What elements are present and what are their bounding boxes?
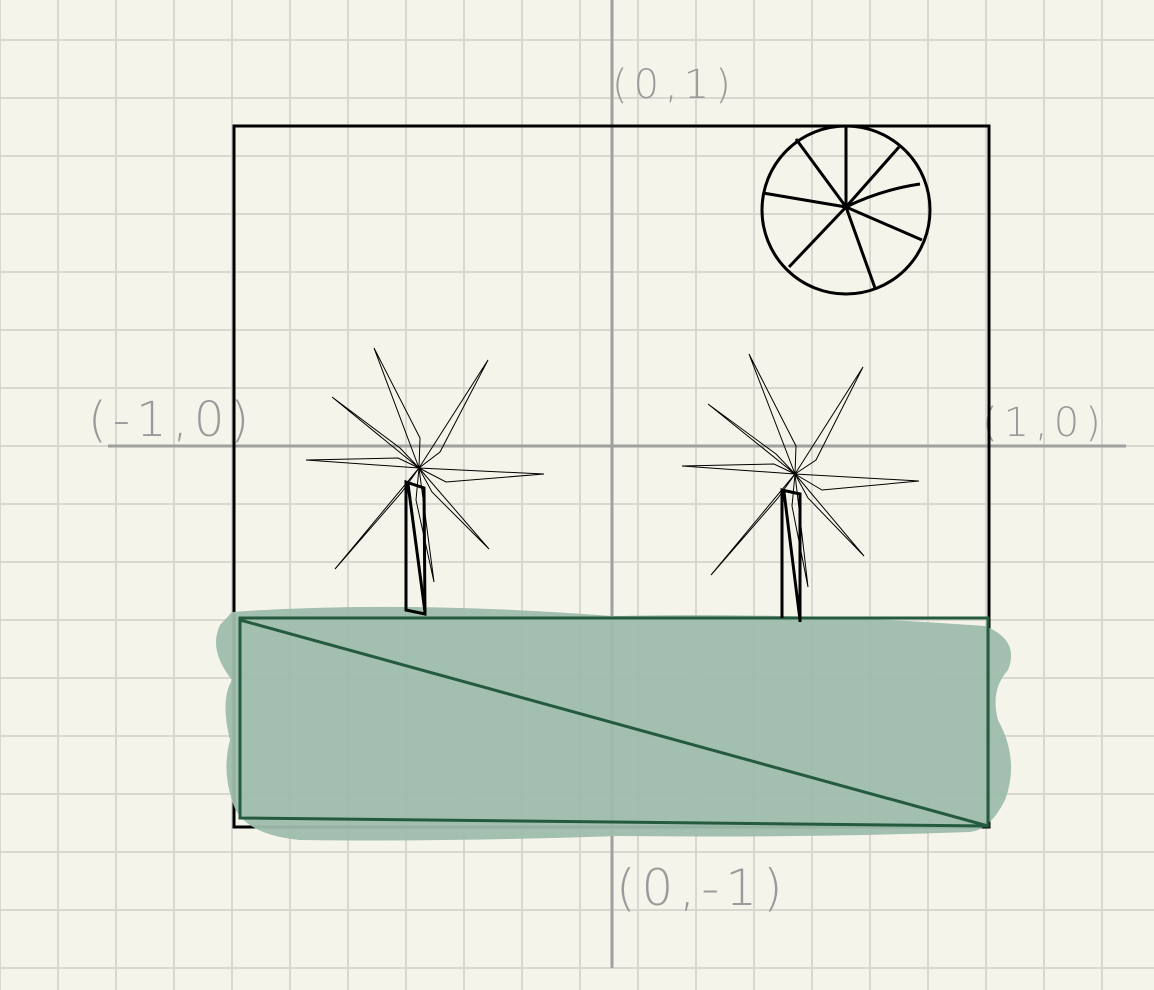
- label-bottom: (0,-1): [616, 859, 789, 917]
- label-top: (0,1): [612, 62, 737, 108]
- windmill-left-tower: [404, 479, 427, 616]
- sun-circle: [760, 124, 932, 296]
- windmill-right-tower: [780, 488, 802, 622]
- sun: [760, 124, 932, 296]
- ground-diagonal: [239, 618, 989, 828]
- ground: [216, 606, 1012, 841]
- windmill-right-blades: [681, 353, 920, 588]
- label-right: (1,0): [982, 400, 1107, 446]
- sun-spokes: [762, 127, 923, 289]
- label-left: (-1,0): [88, 392, 255, 448]
- windmill-right: [681, 353, 920, 622]
- windmill-left: [305, 347, 545, 616]
- windmill-left-blades: [305, 347, 545, 583]
